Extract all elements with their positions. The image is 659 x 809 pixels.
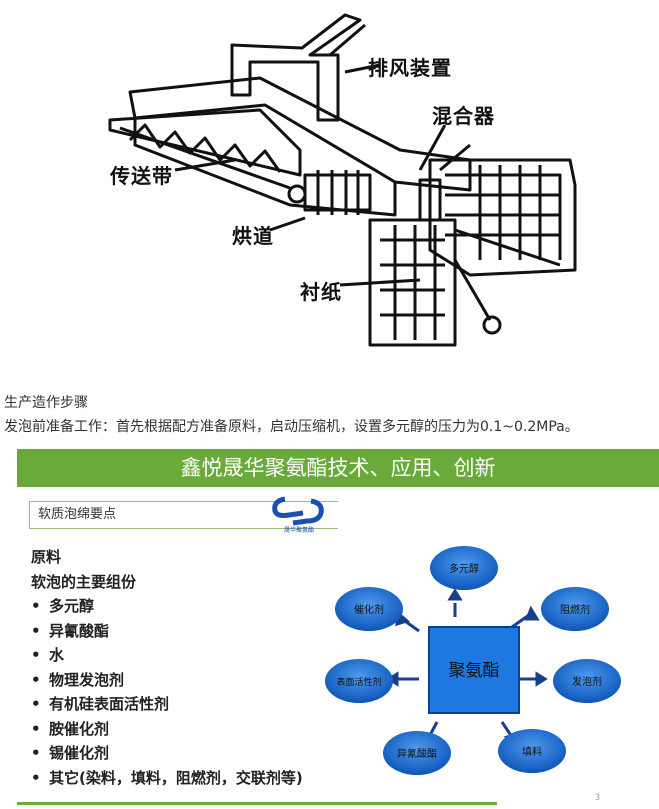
node-catalyst: 催化剂 <box>354 603 384 616</box>
company-logo: 晟华聚氨酯 <box>272 496 324 534</box>
list-item: 物理发泡剂 <box>31 668 303 693</box>
node-surfactant: 表面活性剂 <box>336 676 381 688</box>
caption-text: 发泡前准备工作：首先根据配方准备原料，启动压缩机，设置多元醇的压力为0.1~0.… <box>4 419 579 435</box>
label-conveyor: 传送带 <box>110 164 173 188</box>
slide-content: 原料 软泡的主要组份 多元醇 异氰酸酯 水 物理发泡剂 有机硅表面活性剂 胺催化… <box>31 545 303 790</box>
slide-header: 鑫悦晟华聚氨酯技术、应用、创新 <box>17 449 659 487</box>
heading-components: 软泡的主要组份 <box>31 572 137 591</box>
slide-footer-line <box>17 802 497 805</box>
center-node <box>428 626 520 714</box>
slide-image: 鑫悦晟华聚氨酯技术、应用、创新 软质泡绵要点 晟华聚氨酯 原料 软泡的主要组份 … <box>17 449 659 809</box>
center-label: 聚氨酯 <box>449 661 500 681</box>
label-liner: 衬纸 <box>300 280 342 304</box>
list-item: 异氰酸酯 <box>31 619 303 644</box>
node-polyol: 多元醇 <box>449 562 479 575</box>
node-flame-retardant: 阻燃剂 <box>560 603 590 616</box>
label-oven: 烘道 <box>232 224 274 248</box>
node-blowing-agent: 发泡剂 <box>572 675 602 688</box>
caption-title: 生产造作步骤 <box>4 395 88 411</box>
polyurethane-components-diagram: 聚氨酯 多元醇 阻燃剂 发泡剂 填料 异氰酸酯 表面活性剂 催化剂 <box>325 546 621 775</box>
slide-page-number: 3 <box>595 793 601 802</box>
list-item: 胺催化剂 <box>31 717 303 742</box>
list-item: 其它(染料，填料，阻燃剂，交联剂等) <box>31 766 303 791</box>
node-isocyanate: 异氰酸酯 <box>397 747 437 760</box>
list-item: 有机硅表面活性剂 <box>31 692 303 717</box>
node-filler: 填料 <box>522 745 542 758</box>
list-item: 多元醇 <box>31 594 303 619</box>
list-item: 水 <box>31 643 303 668</box>
logo-text: 晟华聚氨酯 <box>284 526 314 534</box>
label-exhaust: 排风装置 <box>368 56 452 80</box>
foaming-machine-illustration <box>108 13 577 347</box>
heading-raw-materials: 原料 <box>31 548 62 566</box>
label-mixer: 混合器 <box>432 104 495 128</box>
component-list: 多元醇 异氰酸酯 水 物理发泡剂 有机硅表面活性剂 胺催化剂 锡催化剂 其它(染… <box>31 594 303 790</box>
list-item: 锡催化剂 <box>31 741 303 766</box>
